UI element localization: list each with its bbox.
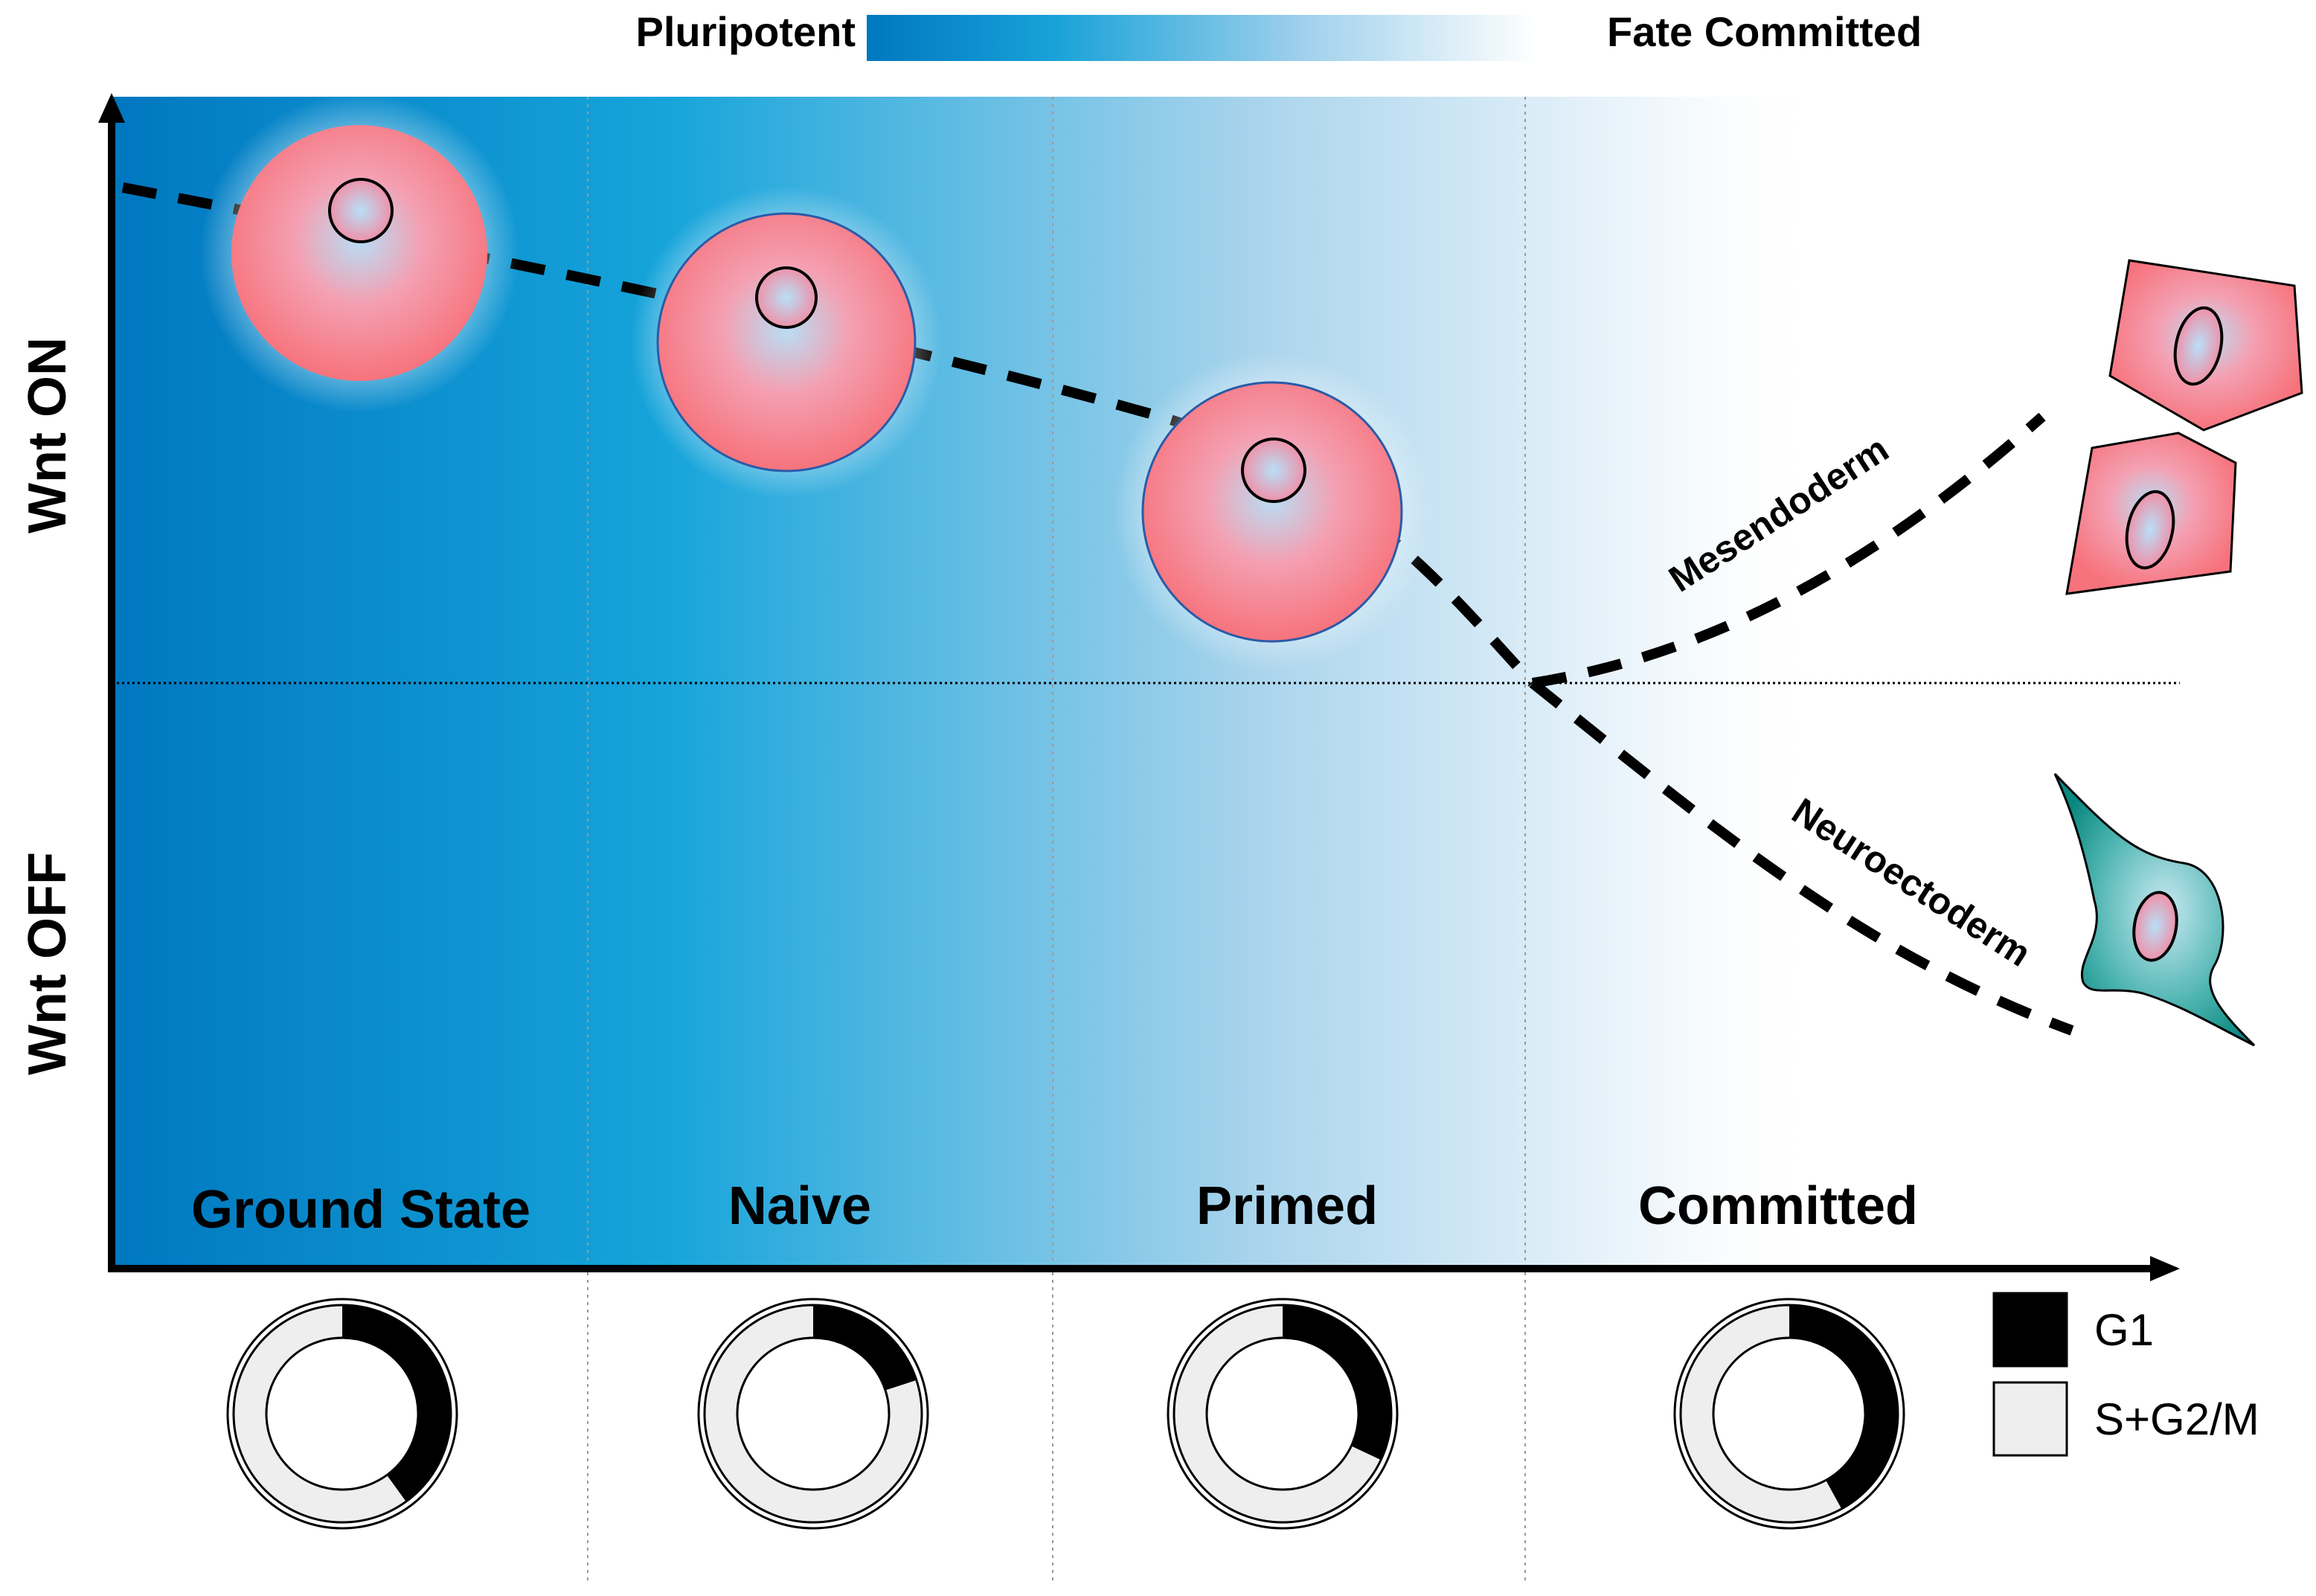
ring-outline [736,1336,891,1491]
scale-left-label: Pluripotent [635,8,856,55]
cell-cycle-ring [226,1298,458,1530]
cell-body [231,125,487,381]
stage-label-naive: Naive [728,1176,871,1236]
stage-labels: Ground State Naive Primed Committed [191,1176,1918,1240]
scale-right-label: Fate Committed [1607,8,1922,55]
neuroectoderm-nucleus [2132,891,2178,962]
nucleus [328,178,394,243]
ring-outline [1679,1304,1899,1524]
ring-outline [232,1304,452,1524]
nucleus [755,266,818,329]
cell-cycle-ring [697,1298,929,1530]
stage-dividers [587,97,1526,1585]
neuroectoderm-cell [2053,772,2256,1047]
cell-ground-state [199,93,519,413]
mesendoderm-cells [2065,259,2303,595]
mesendoderm-trajectory [1531,412,2046,688]
legend-swatch-sg2m [1992,1381,2068,1457]
legend: G1 S+G2/M [1992,1292,2259,1457]
cell-cycle-ring [1167,1298,1399,1530]
main-trajectory [121,182,1537,687]
legend-swatch-g1 [1992,1292,2068,1368]
differentiation-scale: Pluripotent Fate Committed [635,8,1922,61]
cell-cycle-ring [1673,1298,1905,1530]
ring-outline [265,1336,420,1491]
cell-naive [630,186,943,499]
nucleus [1241,438,1306,503]
ring-outline [1712,1336,1867,1491]
cell-body [1141,381,1403,643]
mesendoderm-nucleus-2 [2125,490,2175,570]
wnt-on-label: Wnt ON [18,337,77,533]
mesendoderm-nucleus-1 [2173,306,2224,386]
axes [98,93,2180,1281]
ring-g1-segment [1283,1305,1391,1461]
ring-outline [1205,1336,1360,1491]
legend-label-sg2m: S+G2/M [2094,1394,2259,1444]
stage-label-committed: Committed [1638,1176,1918,1236]
ring-g1-segment [342,1305,452,1502]
ring-g1-segment [813,1305,917,1391]
stage-label-ground-state: Ground State [191,1180,530,1240]
cell-primed [1112,352,1432,672]
ring-outline [1173,1304,1393,1524]
cell-cycle-rings [226,1298,1905,1530]
wnt-off-label: Wnt OFF [18,852,77,1075]
ring-outline [703,1304,923,1524]
cell-body [656,212,917,472]
legend-label-g1: G1 [2094,1305,2154,1355]
stage-label-primed: Primed [1196,1176,1378,1236]
trajectories [121,182,2074,1036]
x-axis-arrowhead [2150,1256,2180,1281]
scale-gradient-bar [867,15,1536,61]
y-axis-arrowhead [98,93,125,123]
ring-g1-segment [1789,1305,1898,1509]
